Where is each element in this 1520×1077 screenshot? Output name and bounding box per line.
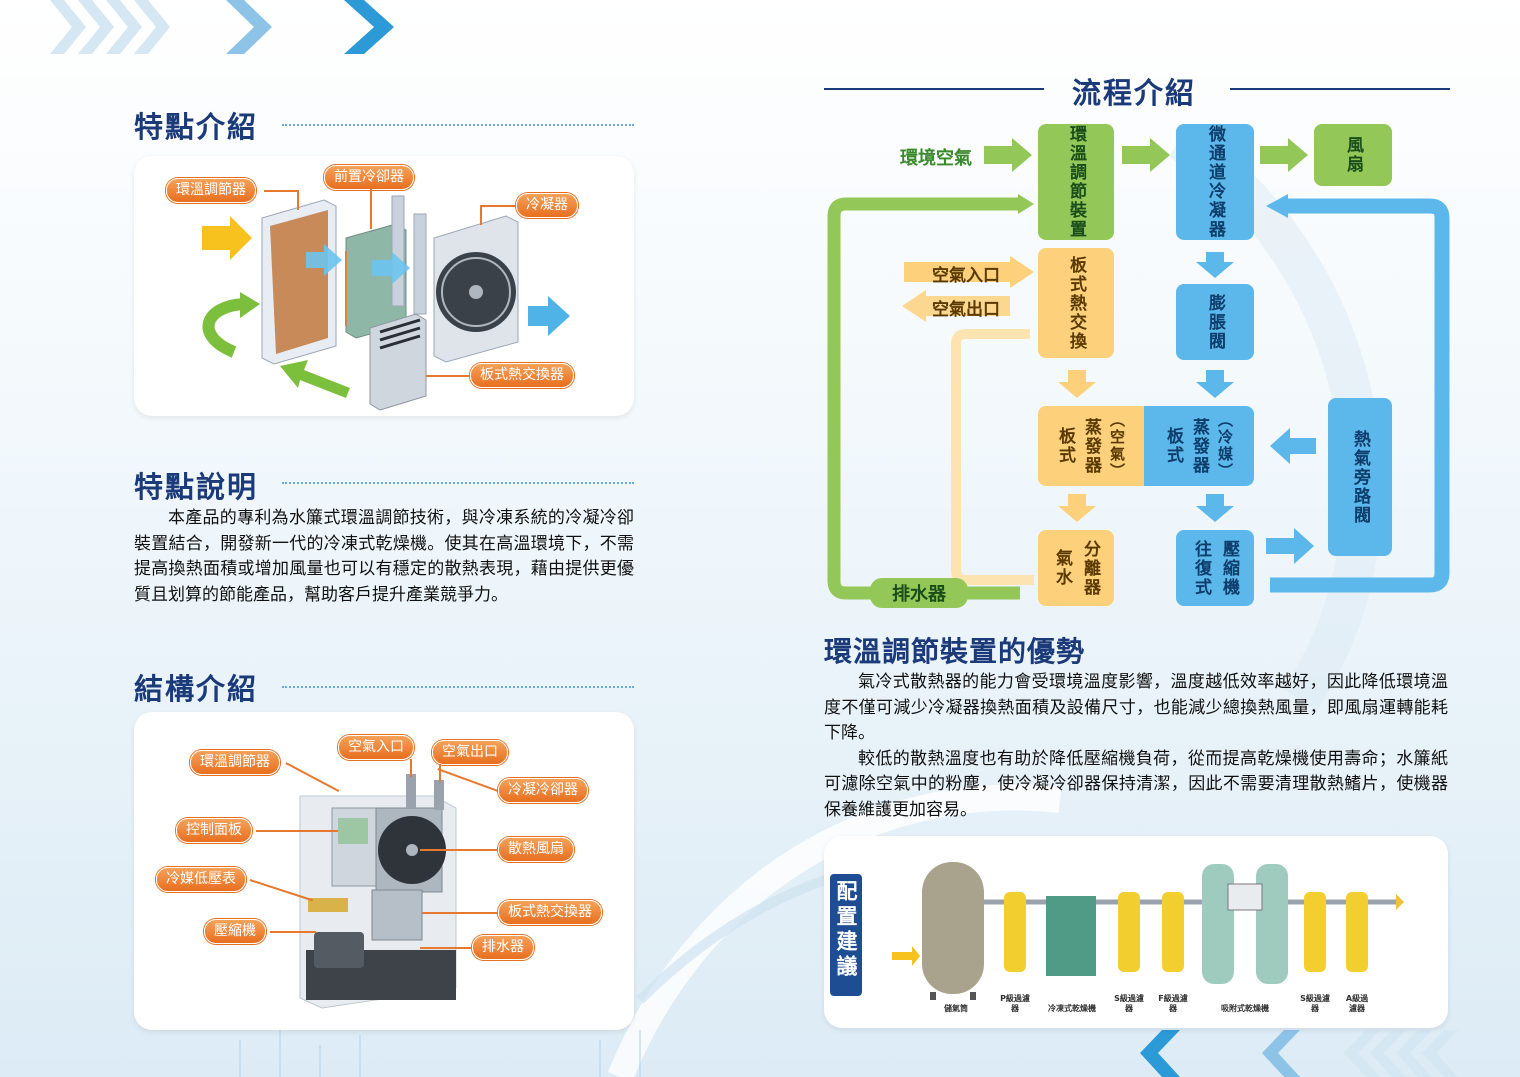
bottom-chevrons-decoration xyxy=(1140,1030,1458,1077)
leader-line xyxy=(422,912,498,914)
description-text: 本產品的專利為水簾式環溫調節技術，與冷凍系統的冷凝冷卻裝置結合，開發新一代的冷凍… xyxy=(134,508,634,605)
label-plate-heat-exchanger-2: 板式熱交換器 xyxy=(498,900,602,925)
advantage-title: 環溫調節裝置的優勢 xyxy=(824,635,1086,668)
flow-ambient-air: 環境空氣 xyxy=(900,148,972,169)
label-ambient-regulator: 環溫調節器 xyxy=(166,178,256,203)
description-title-rule xyxy=(282,482,634,484)
label-plate-heat-exchanger: 板式熱交換器 xyxy=(470,363,574,388)
flow-micro-condenser: 微通道冷凝器 xyxy=(1176,124,1254,240)
structure-title-rule xyxy=(282,686,634,688)
config-title: 配置建議 xyxy=(834,880,858,980)
config-equipment-illustration xyxy=(892,862,1404,1000)
dryer-exploded-illustration xyxy=(202,195,570,411)
flow-evaporator-refrigerant: 板式 蒸發器 （冷媒） xyxy=(1144,406,1254,486)
config-caption-s-filter-2: S級過濾器 xyxy=(1300,994,1330,1013)
label-refrigerant-gauge: 冷媒低壓表 xyxy=(156,867,246,892)
config-caption-f-filter: F級過濾器 xyxy=(1158,994,1188,1013)
advantage-text-2: 較低的散熱溫度也有助於降低壓縮機負荷，從而提高乾燥機使用壽命；水簾紙可濾除空氣中… xyxy=(824,748,1448,820)
advantage-paragraphs: 氣冷式散熱器的能力會受環境溫度影響，溫度越低效率越好，因此降低環境溫度不僅可減少… xyxy=(824,670,1448,824)
leader-line xyxy=(370,189,372,229)
leader-line xyxy=(480,205,516,207)
top-chevrons-decoration xyxy=(50,0,394,54)
leader-line xyxy=(256,830,338,832)
flow-fan: 風扇 xyxy=(1314,124,1392,186)
flow-air-inlet: 空氣入口 xyxy=(932,266,1000,286)
separator-line-a: 氣水 xyxy=(1052,549,1072,587)
flow-ambient-device: 環溫調節裝置 xyxy=(1038,124,1114,240)
advantage-text-1: 氣冷式散熱器的能力會受環境溫度影響，溫度越低效率越好，因此降低環境溫度不僅可減少… xyxy=(824,672,1448,744)
flow-evaporator-air: 板式 蒸發器 （空氣） xyxy=(1038,406,1144,486)
evap-ref-line-b: 蒸發器 xyxy=(1189,417,1209,475)
description-paragraph: 本產品的專利為水簾式環溫調節技術，與冷凍系統的冷凝冷卻裝置結合，開發新一代的冷凍… xyxy=(134,506,634,608)
label-condensing-cooler: 冷凝冷卻器 xyxy=(498,778,588,803)
label-ambient-regulator-2: 環溫調節器 xyxy=(190,750,280,775)
label-control-panel: 控制面板 xyxy=(176,818,252,843)
compressor-line-a: 往復式 xyxy=(1191,539,1211,597)
leader-line xyxy=(420,947,472,949)
leader-line xyxy=(480,205,482,225)
config-card: 配置建議 儲氣筒 P級過濾器 冷凍式乾燥機 S級過濾器 F級過濾器 吸附式乾燥機… xyxy=(824,836,1448,1028)
flow-air-outlet: 空氣出口 xyxy=(932,300,1000,320)
leader-line xyxy=(297,190,299,210)
flow-title-rule-left xyxy=(824,88,1044,90)
flow-title-rule-right xyxy=(1230,88,1450,90)
flow-plate-hx: 板式熱交換 xyxy=(1038,248,1114,358)
flow-title: 流程介紹 xyxy=(1072,76,1197,110)
evap-air-line-c: （空氣） xyxy=(1108,412,1126,480)
leader-line xyxy=(410,759,412,777)
flow-drain: 排水器 xyxy=(870,578,968,608)
label-precooler: 前置冷卻器 xyxy=(324,165,414,190)
label-drain: 排水器 xyxy=(472,935,534,960)
separator-line-b: 分離器 xyxy=(1080,539,1100,597)
leader-line xyxy=(264,190,298,192)
leader-line xyxy=(270,931,316,933)
label-compressor: 壓縮機 xyxy=(204,919,266,944)
description-title: 特點說明 xyxy=(134,470,259,504)
label-air-outlet: 空氣出口 xyxy=(432,740,508,765)
flow-connectors xyxy=(827,138,1450,600)
label-cooling-fan: 散熱風扇 xyxy=(498,837,574,862)
label-condenser: 冷凝器 xyxy=(516,193,578,218)
structure-title: 結構介紹 xyxy=(134,672,259,706)
label-air-inlet: 空氣入口 xyxy=(338,735,414,760)
evap-ref-line-c: （冷媒） xyxy=(1216,412,1234,480)
leader-line xyxy=(420,849,498,851)
evap-air-line-b: 蒸發器 xyxy=(1081,417,1101,475)
leader-line xyxy=(439,764,441,782)
flow-compressor: 往復式 壓縮機 xyxy=(1176,530,1254,606)
config-caption-adsorption-dryer: 吸附式乾燥機 xyxy=(1221,1004,1269,1013)
compressor-line-b: 壓縮機 xyxy=(1219,539,1239,597)
flow-expansion-valve: 膨脹閥 xyxy=(1176,284,1254,360)
config-caption-tank: 儲氣筒 xyxy=(944,1004,968,1013)
flow-separator: 氣水 分離器 xyxy=(1038,530,1114,606)
evap-ref-line-a: 板式 xyxy=(1163,427,1183,465)
config-caption-s-filter-1: S級過濾器 xyxy=(1114,994,1144,1013)
config-caption-p-filter: P級過濾器 xyxy=(1000,994,1030,1013)
features-title: 特點介紹 xyxy=(134,110,259,144)
config-caption-refrigerated-dryer: 冷凍式乾燥機 xyxy=(1048,1004,1096,1013)
flow-hot-gas-bypass: 熱氣旁路閥 xyxy=(1328,398,1392,556)
dryer-cutaway-illustration xyxy=(299,774,457,1009)
config-caption-a-filter: A級過濾器 xyxy=(1345,994,1369,1013)
leader-line xyxy=(426,375,470,377)
evap-air-line-a: 板式 xyxy=(1055,427,1075,465)
features-diagram-card: 環溫調節器 前置冷卻器 冷凝器 板式熱交換器 xyxy=(134,156,634,416)
structure-diagram-card: 環溫調節器 空氣入口 空氣出口 冷凝冷卻器 控制面板 散熱風扇 冷媒低壓表 板式… xyxy=(134,712,634,1030)
config-title-bar xyxy=(830,874,862,996)
features-title-rule xyxy=(282,124,634,126)
